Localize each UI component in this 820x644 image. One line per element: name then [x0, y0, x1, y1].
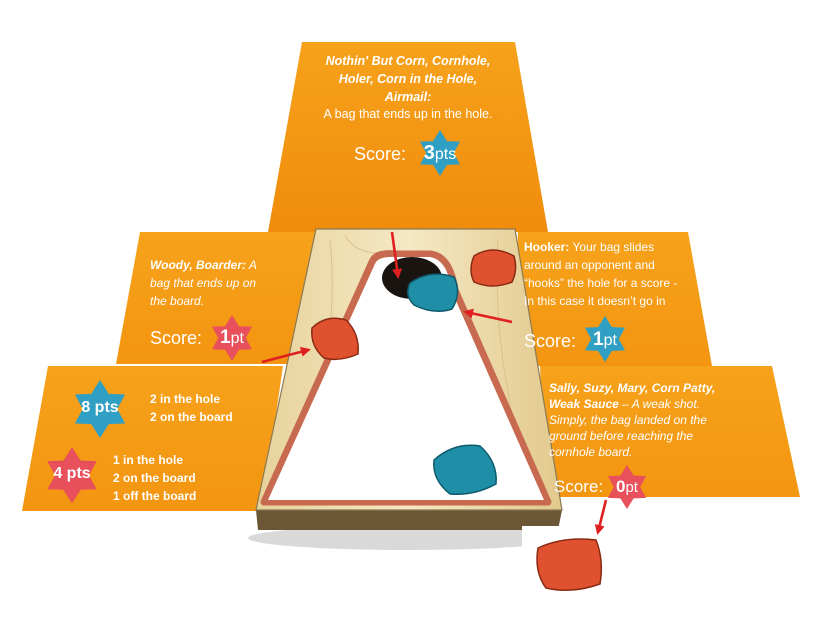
- four-pts-label: 4 pts: [53, 465, 91, 482]
- woody-names: Woody, Boarder:: [150, 258, 247, 272]
- bag-in-hole-icon: [407, 273, 459, 312]
- four-pts-lines: 1 in the hole 2 on the board 1 off the b…: [113, 451, 196, 505]
- top-score-label: Score:: [354, 144, 407, 164]
- woody-score-label: Score:: [150, 328, 203, 348]
- woody-desc-3: the board.: [150, 294, 205, 308]
- top-score-unit: pts: [434, 146, 457, 163]
- top-name-line-3: Airmail:: [384, 90, 432, 104]
- arrow-to-hole: [390, 231, 403, 279]
- star-4pts: [47, 447, 97, 504]
- star-0pt: [607, 465, 647, 509]
- sally-panel: [540, 366, 800, 497]
- sally-dash-desc: – A weak shot.: [618, 397, 700, 411]
- arrow-to-hooker-path: [463, 308, 513, 324]
- hooker-score-num: 1: [593, 329, 604, 350]
- sally-desc-3: cornhole board.: [549, 445, 633, 459]
- hooker-desc-4: In this case it doesn’t go in: [524, 294, 666, 308]
- eight-pts-lines: 2 in the hole 2 on the board: [150, 390, 233, 426]
- woody-score-num: 1: [220, 327, 231, 348]
- bag-hooker-icon: [470, 249, 517, 287]
- hooker-desc-3: “hooks” the hole for a score -: [524, 276, 678, 290]
- sally-score-unit: pt: [625, 479, 638, 496]
- star-8pts: [74, 380, 126, 438]
- sally-desc-2: ground before reaching the: [549, 429, 694, 443]
- sally-score-num: 0: [616, 477, 626, 496]
- arrow-to-ground-bag: [594, 499, 608, 535]
- woody-panel: [116, 232, 318, 364]
- eight-line-2: 2 on the board: [150, 410, 233, 424]
- four-line-3: 1 off the board: [113, 489, 197, 503]
- arrows: [261, 231, 608, 535]
- top-panel-names: Nothin' But Corn, Cornhole, Holer, Corn …: [300, 52, 516, 106]
- star-3pts: [420, 130, 460, 176]
- woody-panel-text: Woody, Boarder: A bag that ends up on th…: [150, 256, 300, 310]
- star-hooker-1pt: [585, 316, 625, 362]
- woody-desc-2: bag that ends up on: [150, 276, 257, 290]
- arrow-to-woody-bag: [261, 346, 311, 364]
- top-score-value: 3pts: [410, 142, 470, 165]
- sally-score-label: Score:: [554, 477, 604, 496]
- sally-desc-1: Simply, the bag landed on the: [549, 413, 707, 427]
- sally-names-2: Weak Sauce: [549, 397, 619, 411]
- bag-woody-icon: [311, 317, 359, 361]
- star-woody-1pt: [212, 315, 252, 361]
- sally-names-1: Sally, Suzy, Mary, Corn Patty,: [549, 381, 716, 395]
- top-panel-desc: A bag that ends up in the hole.: [323, 107, 493, 121]
- woody-score-value: 1pt: [207, 327, 257, 349]
- four-line-2: 2 on the board: [113, 471, 196, 485]
- woody-desc-1: A: [246, 258, 257, 272]
- top-name-line-1: Nothin' But Corn, Cornhole,: [325, 54, 491, 68]
- hooker-score-unit: pt: [603, 332, 617, 349]
- bag-on-board-icon: [433, 444, 497, 496]
- top-name-line-2: Holer, Corn in the Hole,: [338, 72, 478, 86]
- hooker-desc-1: Your bag slides: [569, 240, 655, 254]
- sally-score-value: 0pt: [604, 477, 650, 497]
- board-front-edge: [256, 510, 562, 530]
- sally-panel-text: Sally, Suzy, Mary, Corn Patty, Weak Sauc…: [549, 380, 789, 460]
- hooker-name: Hooker:: [524, 240, 570, 254]
- top-score-num: 3: [423, 142, 435, 164]
- hooker-panel-text: Hooker: Your bag slides around an oppone…: [524, 238, 704, 310]
- four-line-1: 1 in the hole: [113, 453, 184, 467]
- hooker-panel: [515, 232, 712, 366]
- eight-pts-label: 8 pts: [81, 399, 119, 416]
- board-shadow: [248, 526, 568, 550]
- board-surface: [268, 256, 544, 500]
- bag-off-board-icon: [522, 526, 614, 604]
- woody-score-unit: pt: [230, 330, 244, 347]
- eight-line-1: 2 in the hole: [150, 392, 221, 406]
- hooker-desc-2: around an opponent and: [524, 258, 655, 272]
- top-panel: [268, 42, 548, 232]
- hooker-score-label: Score:: [524, 331, 577, 351]
- hooker-score-value: 1pt: [580, 329, 630, 351]
